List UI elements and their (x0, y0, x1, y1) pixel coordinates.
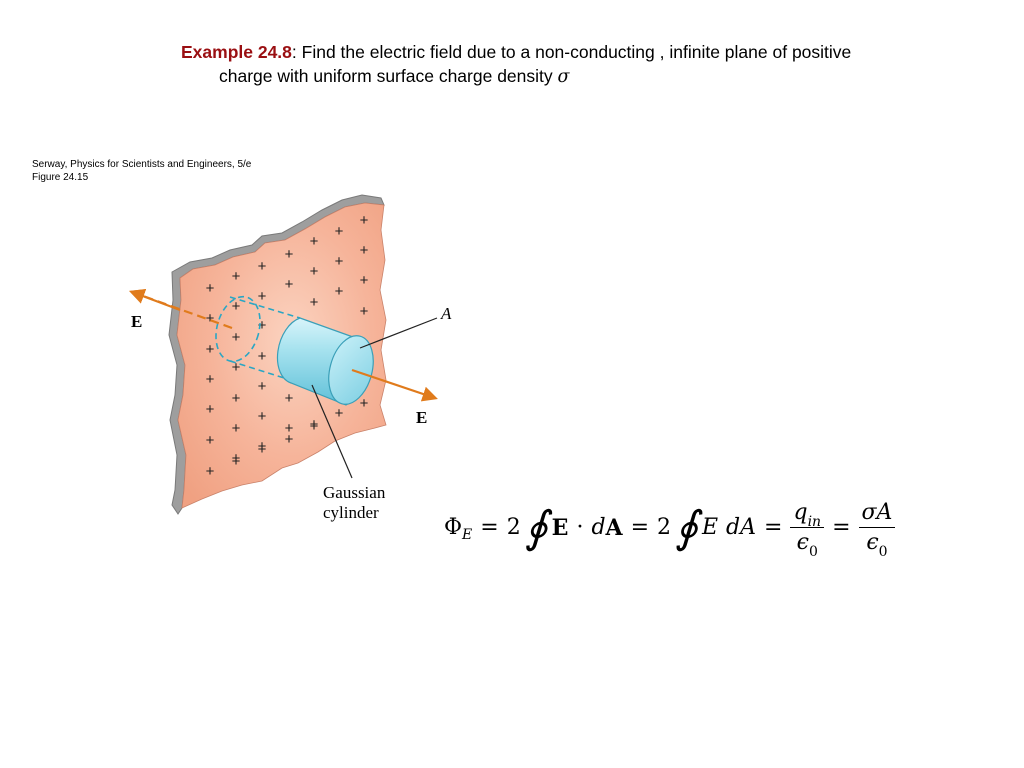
field-arrow-left-solid (129, 289, 181, 312)
fraction-q-over-eps: qin ϵ0 (790, 500, 825, 560)
plus-sign: + (335, 283, 344, 300)
label-gaussian: Gaussian (323, 483, 386, 502)
plus-sign: + (232, 390, 241, 407)
dA-symbol: dA (726, 515, 757, 540)
plus-sign: + (232, 450, 241, 467)
plus-sign: + (310, 418, 319, 435)
eq-sign-2: = (630, 515, 650, 540)
plus-sign: + (360, 303, 369, 320)
plus-sign: + (310, 233, 319, 250)
plus-sign: + (206, 432, 215, 449)
plus-sign: + (206, 310, 215, 327)
plus-sign: + (258, 288, 267, 305)
closed-integral-1: ∮ (524, 501, 548, 553)
plus-sign: + (232, 329, 241, 346)
field-arrow-right (351, 368, 438, 402)
plus-sign: + (258, 258, 267, 275)
factor-two-1: 2 (506, 515, 521, 540)
heading-text-line2-wrap: charge with uniform surface charge densi… (181, 64, 971, 89)
plus-sign: + (310, 416, 319, 433)
dot-operator: · (576, 515, 584, 540)
plus-sign: + (232, 268, 241, 285)
d-symbol: d (591, 515, 606, 540)
heading-text-line1: : Find the electric field due to a non-c… (291, 42, 852, 62)
plus-signs: ++++++++++++++++++++++++++++++++++++++++… (206, 212, 369, 480)
plus-sign: + (360, 272, 369, 289)
plus-sign: + (258, 317, 267, 334)
plus-sign: + (360, 395, 369, 412)
figure-credit: Serway, Physics for Scientists and Engin… (32, 158, 251, 184)
plus-sign: + (310, 263, 319, 280)
label-E-left: E (131, 312, 142, 331)
plus-sign: + (360, 242, 369, 259)
heading-text-line2: charge with uniform surface charge densi… (219, 66, 558, 86)
A-scalar: A (876, 500, 893, 525)
plus-sign: + (206, 280, 215, 297)
plus-sign: + (258, 441, 267, 458)
credit-line2: Figure 24.15 (32, 172, 89, 183)
eq-sign-4: = (832, 515, 851, 540)
credit-line1: Serway, Physics for Scientists and Engin… (32, 159, 252, 170)
phi-symbol: Φ (444, 515, 463, 540)
plus-sign: + (258, 348, 267, 365)
epsilon-symbol-2: ϵ (866, 530, 879, 555)
plus-sign: + (232, 453, 241, 470)
leader-gaussian (311, 384, 353, 479)
q-symbol: q (793, 500, 808, 525)
eq-sign-1: = (480, 515, 499, 540)
example-label: Example 24.8 (181, 42, 292, 62)
plus-sign: + (206, 401, 215, 418)
plus-sign: + (285, 420, 294, 437)
plus-sign: + (258, 408, 267, 425)
epsilon-subscript-2: 0 (878, 544, 888, 560)
leader-A (359, 317, 438, 349)
E-scalar: E (701, 515, 719, 540)
plus-sign: + (310, 294, 319, 311)
plus-sign: + (232, 359, 241, 376)
phi-subscript: E (462, 526, 473, 543)
plus-sign: + (335, 253, 344, 270)
plus-sign: + (232, 298, 241, 315)
label-E-right: E (416, 408, 427, 427)
A-vector: A (605, 514, 623, 541)
plus-sign: + (206, 371, 215, 388)
plus-sign: + (206, 463, 215, 480)
eq-sign-3: = (764, 515, 783, 540)
sigma-symbol: σ (557, 67, 570, 87)
plus-sign: + (258, 438, 267, 455)
epsilon-subscript-1: 0 (808, 544, 818, 560)
label-A: A (440, 304, 452, 323)
plus-sign: + (285, 390, 294, 407)
plus-sign: + (206, 341, 215, 358)
fraction-sigmaA-over-eps: σA ϵ0 (858, 500, 896, 560)
E-vector: E (551, 514, 569, 541)
plus-sign: + (232, 420, 241, 437)
epsilon-symbol-1: ϵ (796, 530, 809, 555)
plus-sign: + (258, 378, 267, 395)
label-cylinder: cylinder (323, 503, 379, 522)
closed-integral-2: ∮ (675, 501, 698, 553)
factor-two-2: 2 (657, 515, 672, 540)
plus-sign: + (285, 431, 294, 448)
q-subscript: in (807, 514, 822, 530)
example-heading: Example 24.8: Find the electric field du… (181, 40, 971, 89)
sigma-symbol-eq: σ (861, 500, 877, 525)
plus-sign: + (285, 246, 294, 263)
plus-sign: + (360, 212, 369, 229)
plus-sign: + (285, 276, 294, 293)
plus-sign: + (335, 223, 344, 240)
plus-sign: + (335, 405, 344, 422)
